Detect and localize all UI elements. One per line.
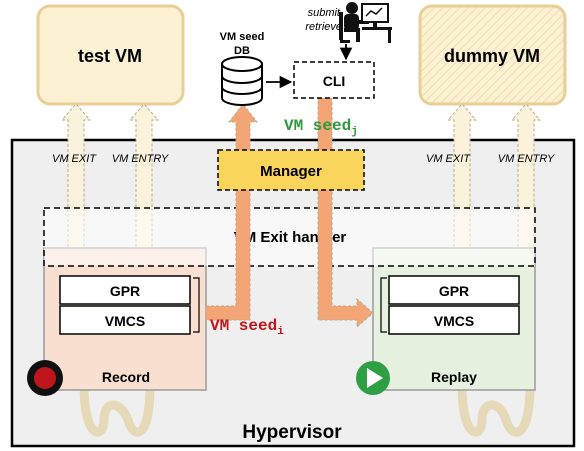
replay-vmcs-label: VMCS bbox=[434, 313, 474, 329]
vm-exit-label-right: VM EXIT bbox=[426, 153, 471, 165]
record-icon[interactable] bbox=[27, 360, 63, 396]
test-vm-box: test VM bbox=[36, 4, 185, 106]
record-gpr-label: GPR bbox=[110, 283, 140, 299]
user-at-desk-icon bbox=[339, 2, 392, 43]
replay-icon[interactable] bbox=[356, 361, 390, 395]
vm-exit-label-left: VM EXIT bbox=[52, 153, 97, 165]
replay-gpr-box: GPR bbox=[388, 275, 520, 305]
vm-exit-handler-box: VM Exit handler bbox=[43, 207, 536, 267]
cli-box[interactable]: CLI bbox=[293, 61, 375, 99]
submit-label: submit bbox=[308, 7, 341, 19]
db-label-line1: VM seed bbox=[220, 31, 265, 43]
seed-j-label: VM seedj bbox=[284, 117, 358, 138]
test-vm-label: test VM bbox=[78, 46, 142, 66]
manager-box: Manager bbox=[217, 149, 365, 191]
record-vmcs-label: VMCS bbox=[105, 313, 145, 329]
replay-gpr-label: GPR bbox=[439, 283, 469, 299]
vm-entry-label-right: VM ENTRY bbox=[498, 153, 555, 165]
manager-label: Manager bbox=[260, 163, 322, 180]
replay-loop-arrow bbox=[457, 384, 535, 437]
record-label: Record bbox=[102, 369, 150, 385]
vm-entry-label-left: VM ENTRY bbox=[112, 153, 169, 165]
database-icon bbox=[221, 56, 263, 106]
replay-bracket bbox=[380, 277, 387, 333]
seed-i-label: VM seedi bbox=[210, 317, 284, 338]
replay-vmcs-box: VMCS bbox=[388, 305, 520, 335]
record-gpr-box: GPR bbox=[59, 275, 191, 305]
dummy-vm-label: dummy VM bbox=[444, 46, 540, 66]
record-vmcs-box: VMCS bbox=[59, 305, 191, 335]
db-label-line2: DB bbox=[234, 45, 250, 57]
cli-label: CLI bbox=[323, 73, 346, 89]
record-loop-arrow bbox=[79, 384, 155, 437]
retrieve-label: retrieve bbox=[305, 21, 342, 33]
record-bracket bbox=[193, 277, 200, 333]
replay-label: Replay bbox=[431, 369, 477, 385]
dummy-vm-box: dummy VM bbox=[418, 4, 567, 106]
hypervisor-label: Hypervisor bbox=[242, 422, 342, 443]
